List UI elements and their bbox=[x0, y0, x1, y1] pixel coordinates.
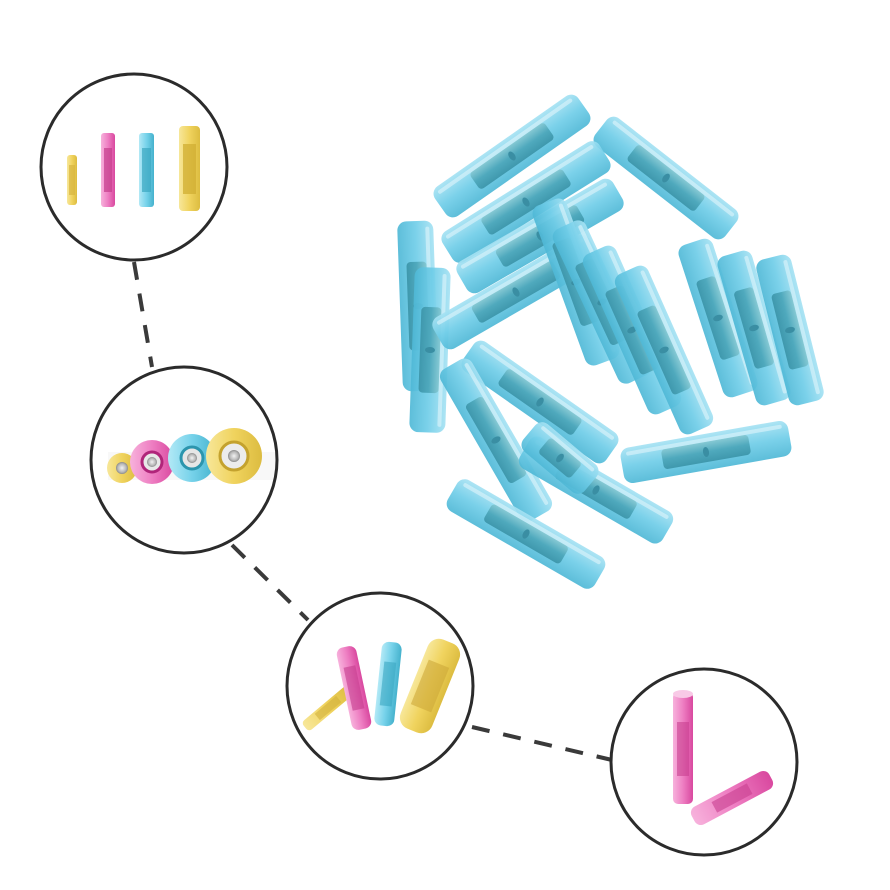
blue-connector bbox=[433, 94, 591, 218]
blue-connector-pile bbox=[397, 94, 824, 589]
inset-pink-pair bbox=[609, 667, 799, 857]
blue-connector bbox=[756, 254, 824, 406]
blue-connector bbox=[614, 265, 714, 435]
blue-connector bbox=[620, 420, 792, 484]
inset-side-view-four-sizes bbox=[39, 72, 229, 262]
blue-connector bbox=[461, 340, 619, 464]
blue-connector bbox=[593, 116, 739, 240]
inset-angled-view-four-sizes bbox=[285, 591, 475, 781]
blue-connector bbox=[717, 250, 791, 406]
blue-connector bbox=[521, 422, 599, 494]
blue-connector bbox=[441, 141, 611, 263]
blue-connector bbox=[446, 479, 606, 589]
dashed-connectors bbox=[132, 261, 613, 762]
inset-end-view-four-sizes bbox=[89, 365, 279, 555]
blue-connector bbox=[409, 267, 451, 433]
